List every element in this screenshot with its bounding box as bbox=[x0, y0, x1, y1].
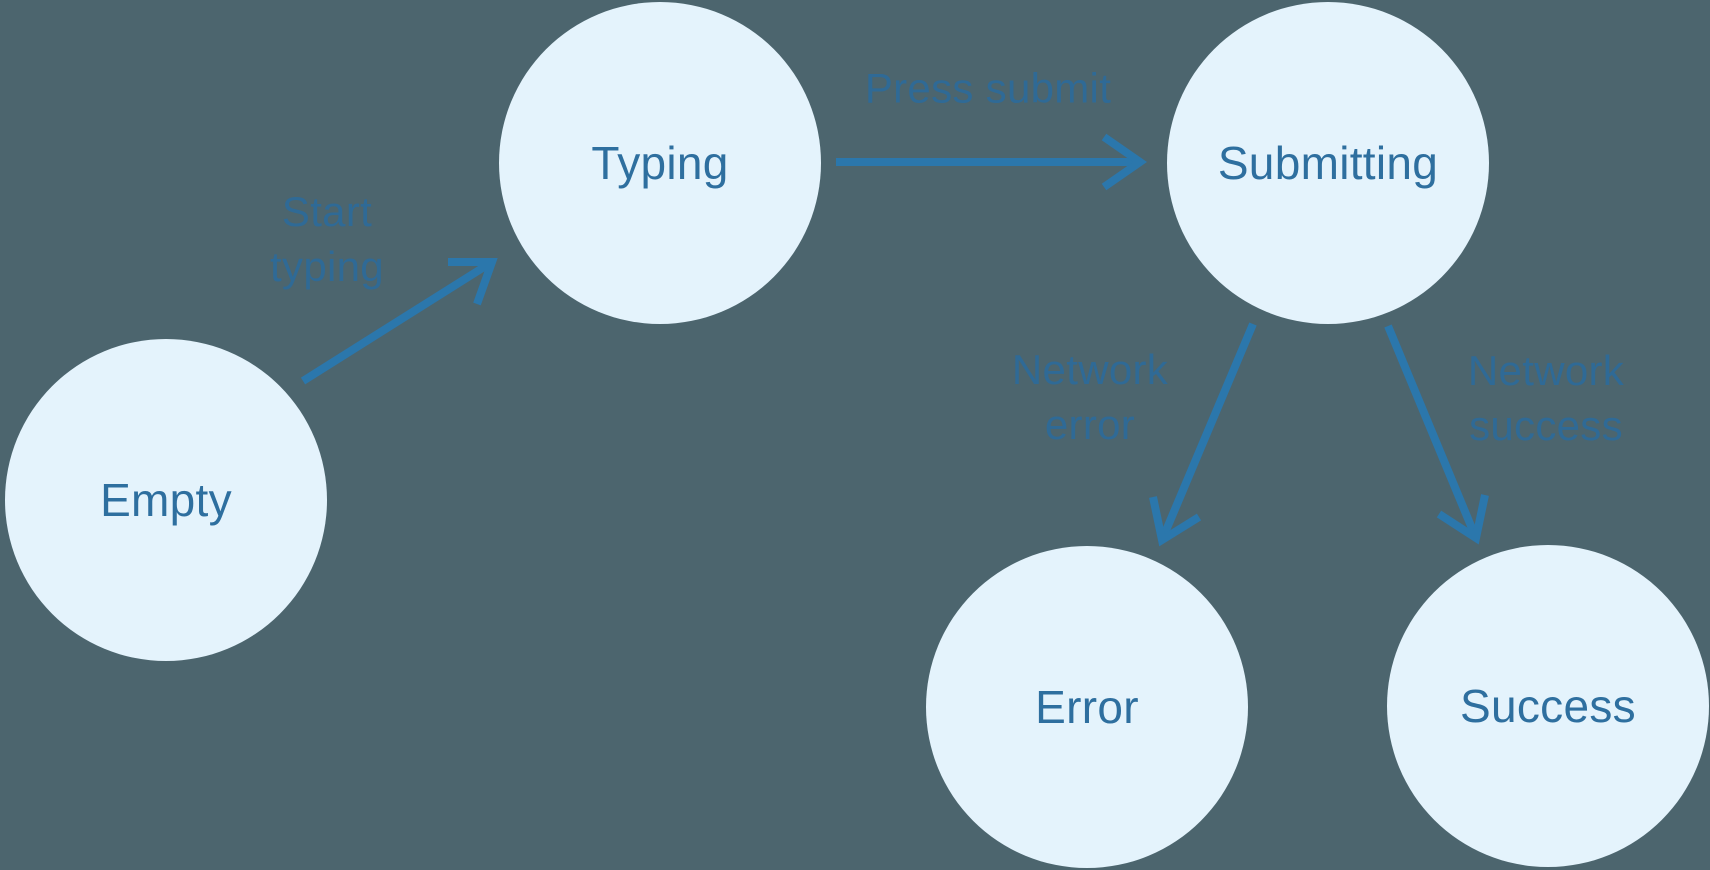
node-submitting: Submitting bbox=[1167, 2, 1489, 324]
edge-label-line: Network bbox=[1467, 347, 1625, 394]
node-error: Error bbox=[926, 546, 1248, 868]
edge-label-network-error: Network error bbox=[1012, 342, 1168, 452]
edge-arrow-network-success bbox=[1384, 324, 1489, 545]
arrow-shaft bbox=[1158, 322, 1257, 542]
arrow-shaft bbox=[1384, 324, 1480, 540]
node-success: Success bbox=[1387, 545, 1709, 867]
node-typing: Typing bbox=[499, 2, 821, 324]
edge-label-line: error bbox=[1044, 401, 1136, 448]
edge-label-start-typing: Start typing bbox=[270, 184, 384, 294]
node-empty-label: Empty bbox=[100, 474, 232, 526]
edge-label-line: success bbox=[1469, 402, 1623, 449]
node-error-label: Error bbox=[1035, 681, 1139, 733]
arrow-head-icon bbox=[1101, 133, 1148, 191]
edge-label-line: Start bbox=[281, 188, 373, 235]
edge-arrow-press-submit bbox=[836, 133, 1148, 191]
edge-arrow-start-typing bbox=[300, 258, 498, 385]
node-submitting-label: Submitting bbox=[1217, 137, 1439, 189]
edge-label-line: Press submit bbox=[864, 64, 1112, 112]
edge-label-network-success: Network success bbox=[1468, 343, 1624, 453]
node-typing-label: Typing bbox=[591, 137, 729, 189]
arrow-shaft bbox=[300, 258, 495, 385]
edge-label-line: Network bbox=[1011, 346, 1169, 393]
edge-arrow-network-error bbox=[1149, 322, 1257, 547]
edge-label-press-submit: Press submit bbox=[865, 61, 1111, 116]
arrow-head-icon bbox=[1436, 494, 1489, 545]
edge-label-line: typing bbox=[270, 243, 384, 290]
node-success-label: Success bbox=[1460, 680, 1636, 732]
arrow-head-icon bbox=[1149, 496, 1202, 547]
arrow-head-icon bbox=[448, 258, 498, 306]
node-empty: Empty bbox=[5, 339, 327, 661]
